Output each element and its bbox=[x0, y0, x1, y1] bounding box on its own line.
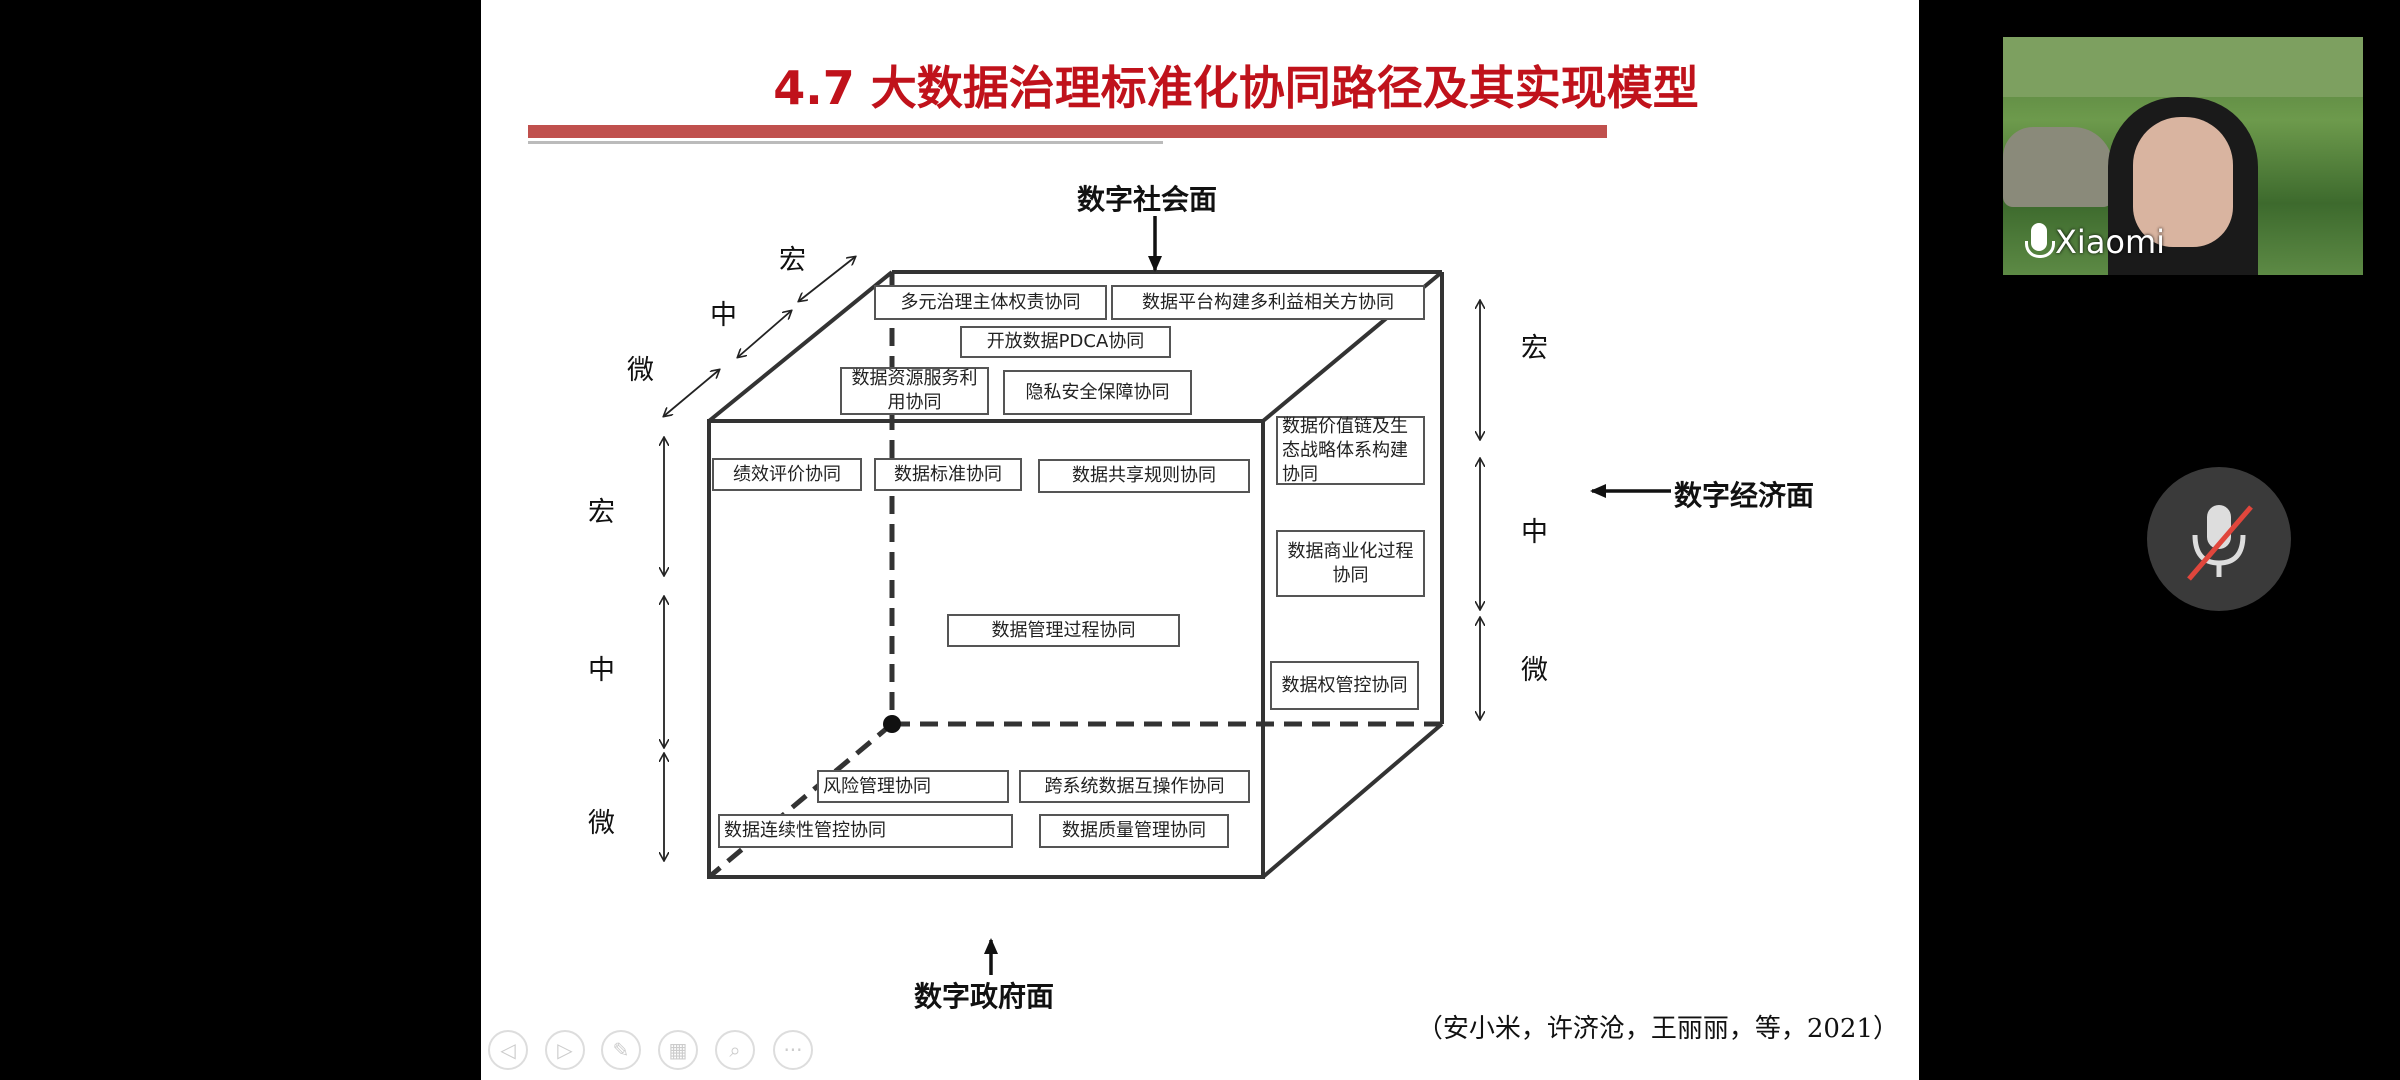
mic-muted-icon bbox=[2187, 505, 2253, 581]
more-button[interactable]: ··· bbox=[773, 1030, 813, 1070]
box-risk-management: 风险管理协同 bbox=[817, 770, 1009, 803]
left-scale-meso: 中 bbox=[588, 655, 615, 686]
next-icon: ▷ bbox=[557, 1038, 573, 1062]
box-sharing-rules: 数据共享规则协同 bbox=[1038, 459, 1250, 493]
slides-grid-button[interactable]: ▦ bbox=[658, 1030, 698, 1070]
hidden-edges bbox=[707, 272, 1442, 879]
prev-slide-button[interactable]: ◁ bbox=[488, 1030, 528, 1070]
left-scale-macro: 宏 bbox=[588, 497, 615, 528]
box-interoperability: 跨系统数据互操作协同 bbox=[1019, 770, 1250, 803]
box-commercialization: 数据商业化过程协同 bbox=[1276, 530, 1425, 597]
box-platform-stakeholders: 数据平台构建多利益相关方协同 bbox=[1111, 285, 1425, 320]
pen-button[interactable]: ✎ bbox=[601, 1030, 641, 1070]
title-underline-grey bbox=[528, 141, 1163, 144]
slide-title: 4.7 大数据治理标准化协同路径及其实现模型 bbox=[773, 61, 1699, 115]
box-resource-service: 数据资源服务利用协同 bbox=[840, 367, 989, 415]
more-icon: ··· bbox=[783, 1038, 803, 1062]
right-scale-macro: 宏 bbox=[1521, 333, 1548, 364]
unmute-button[interactable] bbox=[2147, 467, 2291, 611]
depth-scale-macro: 宏 bbox=[779, 245, 806, 276]
label-digital-government: 数字政府面 bbox=[914, 980, 1055, 1013]
box-data-standard: 数据标准协同 bbox=[874, 458, 1022, 491]
box-privacy-security: 隐私安全保障协同 bbox=[1003, 370, 1192, 415]
title-underline-bar bbox=[528, 125, 1607, 138]
box-performance-eval: 绩效评价协同 bbox=[712, 458, 862, 491]
right-scale-meso: 中 bbox=[1521, 517, 1548, 548]
left-scale-micro: 微 bbox=[588, 808, 615, 839]
box-multi-governance: 多元治理主体权责协同 bbox=[874, 285, 1107, 320]
right-scale-micro: 微 bbox=[1521, 655, 1548, 686]
zoom-icon: ⌕ bbox=[729, 1038, 741, 1062]
depth-scale-meso: 中 bbox=[710, 300, 737, 331]
box-management-process: 数据管理过程协同 bbox=[947, 614, 1180, 647]
participant-video[interactable]: Xiaomi bbox=[2003, 37, 2363, 275]
video-background-trees bbox=[2003, 37, 2363, 97]
cube-diagram bbox=[481, 216, 1671, 975]
prev-icon: ◁ bbox=[500, 1038, 516, 1062]
zoom-button[interactable]: ⌕ bbox=[715, 1030, 755, 1070]
label-digital-society: 数字社会面 bbox=[1077, 183, 1218, 216]
citation: （安小米，许济沧，王丽丽，等，2021） bbox=[1416, 1014, 1899, 1044]
box-rights-control: 数据权管控协同 bbox=[1270, 661, 1419, 710]
depth-scale-micro: 微 bbox=[627, 355, 654, 386]
box-value-chain: 数据价值链及生态战略体系构建协同 bbox=[1276, 416, 1425, 485]
participant-face bbox=[2133, 117, 2233, 247]
next-slide-button[interactable]: ▷ bbox=[545, 1030, 585, 1070]
label-digital-economy: 数字经济面 bbox=[1674, 479, 1815, 512]
grid-icon: ▦ bbox=[668, 1038, 688, 1062]
pen-icon: ✎ bbox=[612, 1038, 630, 1062]
presentation-slide: 4.7 大数据治理标准化协同路径及其实现模型 bbox=[481, 0, 1919, 1080]
video-background-rocks bbox=[2003, 127, 2113, 207]
mic-on-icon-base bbox=[2025, 241, 2055, 258]
participant-name: Xiaomi bbox=[2055, 223, 2166, 261]
box-continuity-control: 数据连续性管控协同 bbox=[718, 814, 1013, 848]
box-quality-management: 数据质量管理协同 bbox=[1039, 814, 1229, 848]
box-open-data-pdca: 开放数据PDCA协同 bbox=[960, 326, 1171, 358]
